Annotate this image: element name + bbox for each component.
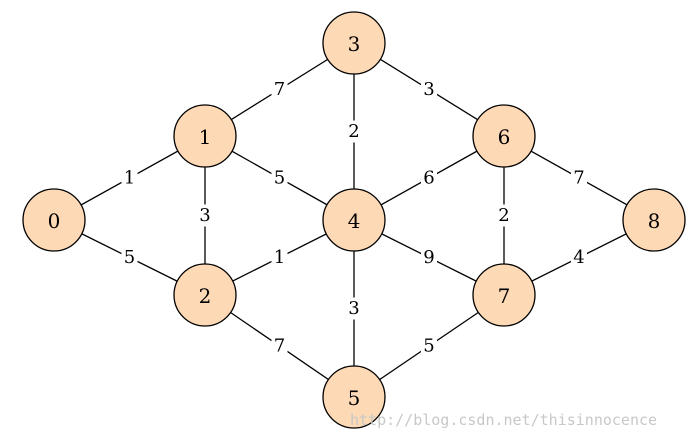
- node-circle: [322, 365, 386, 429]
- edge-weight-2-4: 1: [271, 246, 288, 269]
- edge-weight-label: 5: [274, 168, 285, 189]
- node-label: 6: [498, 125, 511, 149]
- edge-weight-label: 1: [124, 168, 135, 189]
- node-8: 8: [622, 188, 686, 252]
- edge-weight-1-3: 7: [271, 78, 288, 101]
- node-5: 5: [322, 365, 386, 429]
- node-label: 4: [348, 209, 361, 233]
- edge-weight-label: 5: [124, 247, 135, 268]
- edge-weight-label: 3: [348, 298, 359, 319]
- edge-weight-3-6: 3: [421, 78, 437, 101]
- edge-weight-5-7: 5: [421, 335, 437, 357]
- node-circle: [173, 104, 237, 168]
- node-circle: [472, 104, 536, 168]
- node-circle: [322, 11, 386, 75]
- node-0: 0: [22, 188, 86, 252]
- nodes-layer: 0 1 2 3 4 5 6 7 8: [22, 11, 686, 429]
- edge-weight-label: 4: [573, 247, 584, 268]
- edge-weight-background: [271, 335, 288, 357]
- edge-weight-background: [121, 167, 138, 189]
- edge-weight-label: 7: [274, 336, 285, 357]
- edge-weight-label: 3: [423, 79, 434, 100]
- edge-weight-label: 9: [423, 247, 434, 268]
- edge-weight-3-4: 2: [346, 120, 362, 143]
- edge-weight-background: [271, 167, 288, 189]
- node-circle: [173, 263, 237, 327]
- edge-weight-0-2: 5: [121, 246, 138, 269]
- edge-weight-background: [571, 246, 587, 269]
- edge-weight-background: [421, 78, 437, 101]
- edge-weight-background: [271, 78, 288, 101]
- edge-weight-1-4: 5: [271, 167, 288, 189]
- edge-weight-background: [346, 120, 362, 143]
- edge-weights-layer: 1 5 3 7 5 1 7 2 3 6 3 9 5 2 7 4: [121, 78, 587, 357]
- edge-weight-2-5: 7: [271, 335, 288, 357]
- edge-weight-6-7: 2: [496, 204, 512, 227]
- edge-weight-4-7: 9: [421, 246, 437, 269]
- edge-weight-7-8: 4: [571, 246, 587, 269]
- edge-weight-background: [271, 246, 288, 269]
- node-label: 2: [199, 284, 212, 308]
- edge-weight-label: 5: [423, 336, 434, 357]
- node-4: 4: [322, 188, 386, 252]
- node-6: 6: [472, 104, 536, 168]
- edge-weight-background: [421, 335, 437, 357]
- edge-weight-label: 1: [274, 247, 285, 268]
- node-label: 5: [348, 386, 361, 410]
- node-label: 0: [48, 209, 61, 233]
- node-circle: [472, 263, 536, 327]
- edge-weight-4-6: 6: [421, 167, 437, 189]
- edge-weight-label: 7: [274, 79, 285, 100]
- edge-weight-background: [421, 246, 437, 269]
- edge-weight-background: [346, 297, 362, 320]
- edge-weight-background: [421, 167, 437, 189]
- edge-weight-0-1: 1: [121, 167, 138, 189]
- edge-weight-4-5: 3: [346, 297, 362, 320]
- node-circle: [622, 188, 686, 252]
- edge-weight-label: 2: [498, 205, 509, 226]
- edge-weight-label: 6: [423, 168, 434, 189]
- node-circle: [22, 188, 86, 252]
- edge-weight-background: [121, 246, 138, 269]
- node-circle: [322, 188, 386, 252]
- node-label: 7: [498, 284, 511, 308]
- node-1: 1: [173, 104, 237, 168]
- edge-weight-background: [571, 167, 587, 189]
- node-7: 7: [472, 263, 536, 327]
- edge-weight-background: [496, 204, 512, 227]
- edge-weight-label: 3: [199, 205, 210, 226]
- edge-weight-label: 7: [573, 168, 584, 189]
- node-2: 2: [173, 263, 237, 327]
- edge-weight-label: 2: [348, 121, 359, 142]
- node-label: 8: [648, 209, 661, 233]
- node-label: 3: [348, 32, 361, 56]
- node-label: 1: [199, 125, 212, 149]
- node-3: 3: [322, 11, 386, 75]
- watermark-text: http://blog.csdn.net/thisinnocence: [350, 411, 658, 429]
- edge-weight-6-8: 7: [571, 167, 587, 189]
- edge-weight-1-2: 3: [197, 204, 213, 227]
- edge-weight-background: [197, 204, 213, 227]
